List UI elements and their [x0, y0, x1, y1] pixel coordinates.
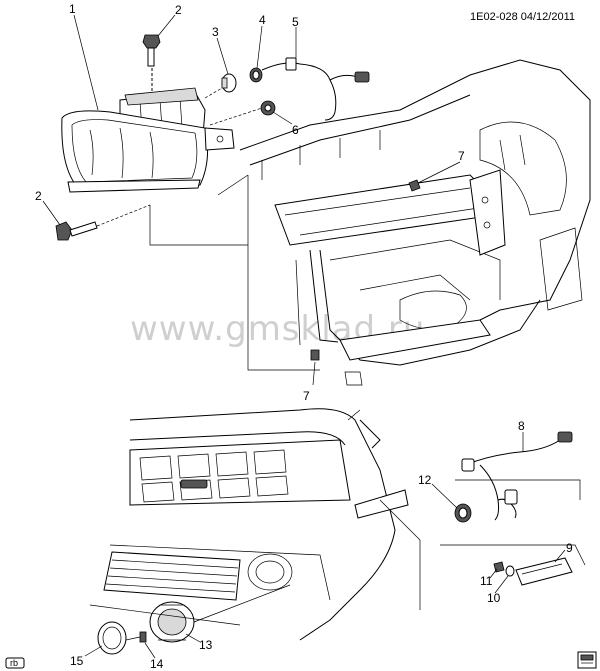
bolt-top-icon	[142, 34, 161, 67]
wiring-harness-lower	[461, 431, 573, 521]
front-body-structure	[239, 59, 591, 386]
bulb-icon	[221, 73, 237, 93]
callout-6: 6	[292, 123, 299, 137]
callout-2-top: 2	[175, 3, 182, 17]
document-icon	[577, 651, 597, 669]
fog-retainer-icon	[139, 631, 147, 643]
callout-10: 10	[487, 591, 501, 605]
callout-1: 1	[69, 2, 76, 16]
marker-bulb-icon	[505, 565, 515, 577]
fog-lamp-bezel	[97, 621, 127, 655]
callout-7-lower: 7	[303, 389, 310, 403]
bolt-left-icon	[55, 221, 98, 241]
side-marker-lamp	[515, 557, 573, 586]
callout-3: 3	[212, 25, 219, 39]
front-bumper-fascia	[103, 408, 409, 641]
callout-8: 8	[518, 419, 525, 433]
socket-icon	[249, 67, 263, 83]
callout-13: 13	[199, 638, 213, 652]
callout-9: 9	[566, 541, 573, 555]
callout-11: 11	[480, 574, 493, 588]
callout-14: 14	[150, 657, 164, 671]
clip-lower-icon	[310, 349, 320, 361]
clip-upper-icon	[408, 179, 421, 192]
callout-7-upper: 7	[458, 149, 465, 163]
fog-lamp-assembly	[149, 601, 195, 643]
diagram-code-date: 1E02-028 04/12/2011	[470, 11, 575, 23]
socket-lower-icon	[260, 100, 276, 116]
headlamp-assembly	[61, 87, 235, 193]
corner-tag-label: rb	[10, 658, 18, 668]
wiring-harness-upper	[261, 57, 370, 121]
callout-4: 4	[259, 13, 266, 27]
callout-12: 12	[418, 473, 432, 487]
callout-5: 5	[292, 15, 299, 29]
callout-2-left: 2	[35, 189, 42, 203]
callout-15: 15	[70, 654, 84, 668]
corner-tag: rb	[5, 657, 25, 669]
marker-socket-icon	[454, 503, 472, 523]
